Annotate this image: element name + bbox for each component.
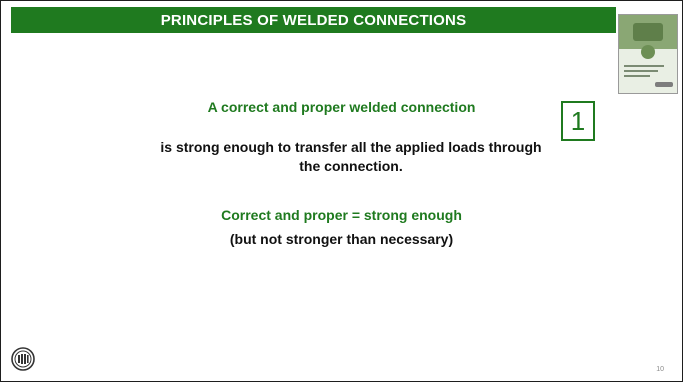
header-bar: PRINCIPLES OF WELDED CONNECTIONS [11, 7, 616, 33]
statement-text-content: is strong enough to transfer all the app… [160, 139, 542, 174]
number-badge: 1 [561, 101, 595, 141]
statement-text: is strong enough to transfer all the app… [31, 138, 671, 176]
cover-graphic-circle [641, 45, 655, 59]
cover-logo [655, 82, 673, 87]
cover-text-line [624, 65, 664, 67]
publication-cover-thumbnail [618, 14, 678, 94]
cover-text-line [624, 75, 650, 77]
aisc-seal-logo-icon [11, 347, 35, 371]
note-text: (but not stronger than necessary) [229, 231, 454, 247]
cover-text-line [624, 70, 658, 72]
cover-graphic [633, 23, 663, 41]
subheading-text: Correct and proper = strong enough [221, 207, 462, 223]
page-number: 10 [656, 366, 664, 373]
heading-text: A correct and proper welded connection [207, 99, 476, 115]
slide-title: PRINCIPLES OF WELDED CONNECTIONS [160, 11, 467, 29]
